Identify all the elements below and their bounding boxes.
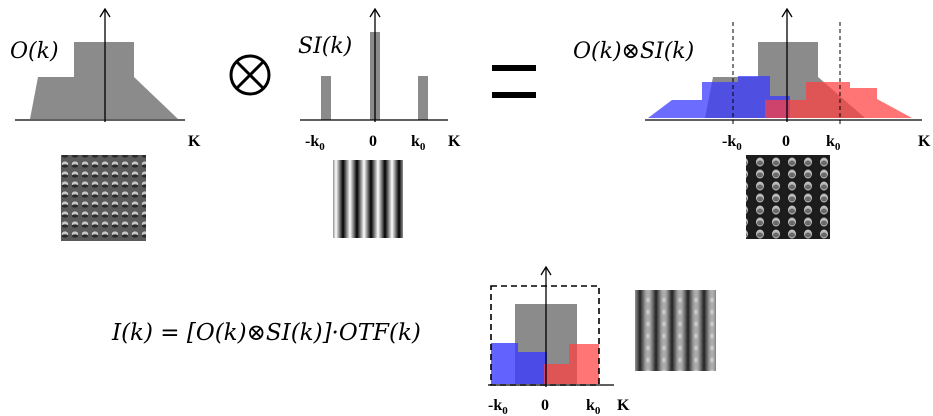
panel1-y-arrow-icon (99, 7, 111, 18)
panel3-tick-zero: 0 (782, 133, 790, 150)
convolved-blue-shape (648, 76, 790, 118)
panel3-tick-neg-k0: -k0 (722, 133, 742, 153)
equals-bar-bottom (492, 92, 536, 98)
convolved-red-shape (765, 82, 912, 118)
filtered-red-shape (544, 344, 599, 384)
panel4-tick-zero: 0 (541, 397, 549, 414)
panel2-label: SI(k) (298, 34, 352, 59)
panel2-axis-label: K (448, 133, 461, 150)
moire-sample-image (746, 155, 830, 239)
panel4-axis-label: K (617, 397, 630, 414)
object-spectrum-shape (30, 42, 178, 119)
panel1-label: O(k) (10, 39, 59, 64)
panel3-label: O(k)⊗SI(k) (573, 39, 694, 64)
illumination-peak-right (418, 76, 428, 120)
convolution-operator (229, 54, 271, 96)
recorded-image (635, 290, 716, 371)
panel-convolved-spectrum: O(k)⊗SI(k) -k0 0 k0 K (573, 7, 931, 239)
filtered-blue-shape (491, 343, 547, 384)
panel2-tick-zero: 0 (369, 133, 377, 150)
panel-illumination-spectrum: SI(k) -k0 0 k0 K (298, 7, 461, 238)
convolution-circle-icon (229, 54, 271, 96)
convolution-cross-b (235, 60, 265, 90)
illumination-peak-left (321, 76, 331, 120)
equals-bar-top (492, 65, 536, 71)
panel-filtered-spectrum: -k0 0 k0 K (488, 265, 716, 416)
object-sample-image (61, 155, 146, 241)
panel4-tick-neg-k0: -k0 (488, 397, 508, 416)
panel3-tick-k0: k0 (826, 133, 841, 153)
illumination-pattern-image (333, 160, 403, 238)
panel1-axis-label: K (188, 133, 201, 150)
panel2-y-arrow-icon (369, 7, 381, 18)
panel4-tick-k0: k0 (586, 397, 601, 416)
image-formation-equation: I(k) = [O(k)⊗SI(k)]·OTF(k) (111, 320, 421, 346)
equals-operator (492, 65, 536, 98)
panel3-y-arrow-icon (781, 7, 793, 18)
panel2-tick-neg-k0: -k0 (305, 133, 325, 153)
panel-object-spectrum: O(k) K (10, 7, 201, 241)
panel3-axis-label: K (918, 133, 931, 150)
panel4-y-arrow-icon (540, 265, 552, 276)
panel2-tick-k0: k0 (411, 133, 426, 153)
